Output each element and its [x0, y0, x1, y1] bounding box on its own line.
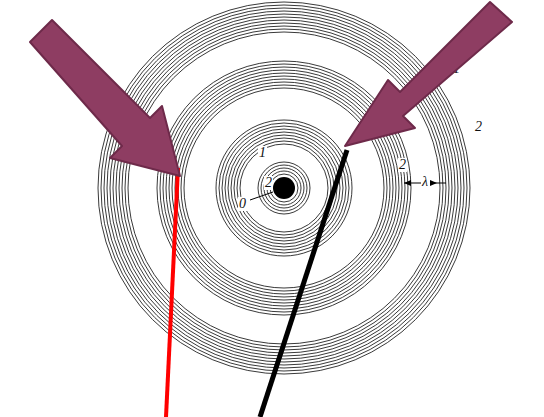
- center-dot: [273, 177, 295, 199]
- ring-line: [222, 126, 346, 250]
- zone-number: 1: [258, 146, 267, 160]
- ring-line: [128, 32, 440, 344]
- ring-line: [110, 14, 458, 362]
- ring-line: [264, 168, 304, 208]
- ring-line: [184, 88, 384, 288]
- ring-line: [169, 73, 399, 303]
- leader-line: [250, 192, 273, 200]
- red-line: [166, 168, 178, 417]
- pointer-arrow: [30, 20, 180, 176]
- ring-line: [107, 11, 461, 365]
- ring-line: [172, 76, 396, 300]
- ring-line: [157, 61, 411, 315]
- ring-line: [104, 8, 464, 368]
- ring-line: [113, 17, 455, 359]
- ring-line: [101, 5, 467, 371]
- ring-line: [219, 123, 349, 253]
- ring-line: [258, 162, 310, 214]
- pointer-arrow: [345, 2, 512, 146]
- zone-number: 2: [264, 176, 273, 190]
- ring-line: [163, 67, 405, 309]
- ring-bands: [98, 2, 470, 374]
- ring-line: [119, 23, 449, 353]
- zone-number: 2: [474, 120, 483, 134]
- zone-number: 2: [398, 158, 407, 172]
- ring-line: [160, 64, 408, 312]
- ring-line: [175, 79, 393, 297]
- ring-line: [116, 20, 452, 356]
- ring-line: [225, 129, 343, 247]
- ring-line: [270, 174, 298, 202]
- ring-line: [237, 141, 331, 235]
- center-label: 0: [238, 197, 247, 211]
- ring-line: [261, 165, 307, 211]
- ring-line: [98, 2, 470, 374]
- ring-line: [181, 85, 387, 291]
- ring-line: [178, 82, 390, 294]
- black-line: [260, 150, 347, 417]
- ring-line: [166, 70, 402, 306]
- ring-line: [234, 138, 334, 238]
- dimension-arrow: [404, 180, 411, 186]
- wavelength-label: λ: [421, 175, 429, 189]
- ring-line: [240, 144, 328, 232]
- dimension-arrow: [430, 180, 437, 186]
- zone-number: 1: [374, 122, 383, 136]
- ring-line: [216, 120, 352, 256]
- zone-number: 1: [452, 62, 461, 76]
